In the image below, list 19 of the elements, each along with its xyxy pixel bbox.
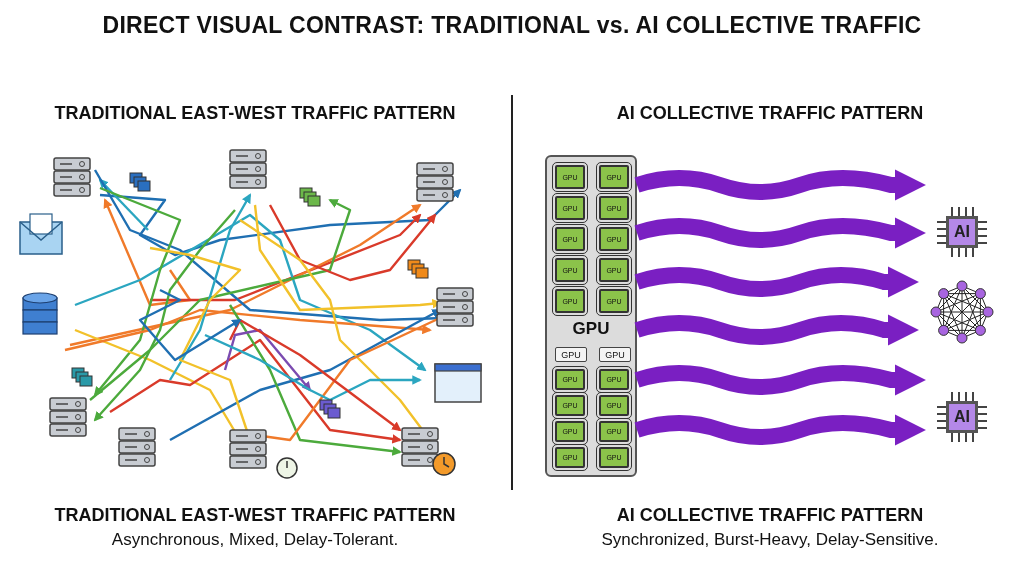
chip-label: AI [946, 216, 978, 248]
chip-label: AI [946, 401, 978, 433]
wave-arrow [634, 266, 919, 298]
section-subtitle: Asynchronous, Mixed, Delay-Tolerant. [110, 530, 400, 550]
wave-arrow [634, 169, 926, 201]
wave-arrow [634, 414, 926, 446]
title: DIRECT VISUAL CONTRAST: TRADITIONAL vs. AI COLLECTIVE TRAFFIC [101, 12, 923, 39]
gpu-chip: GPU [555, 347, 587, 362]
gpu-chip: GPU [599, 347, 631, 362]
gpu-rack [545, 155, 637, 477]
processor-chip [937, 392, 987, 442]
wave-arrow [634, 314, 919, 346]
section-heading: AI COLLECTIVE TRAFFIC PATTERN [615, 505, 925, 526]
network-mesh-icon [930, 280, 994, 344]
section-subtitle: Synchronized, Burst-Heavy, Delay-Sensitive. [600, 530, 940, 550]
section-heading: AI COLLECTIVE TRAFFIC PATTERN [615, 103, 925, 124]
processor-chip [937, 207, 987, 257]
section-heading: TRADITIONAL EAST-WEST TRAFFIC PATTERN [53, 103, 457, 124]
section-heading: TRADITIONAL EAST-WEST TRAFFIC PATTERN [53, 505, 457, 526]
